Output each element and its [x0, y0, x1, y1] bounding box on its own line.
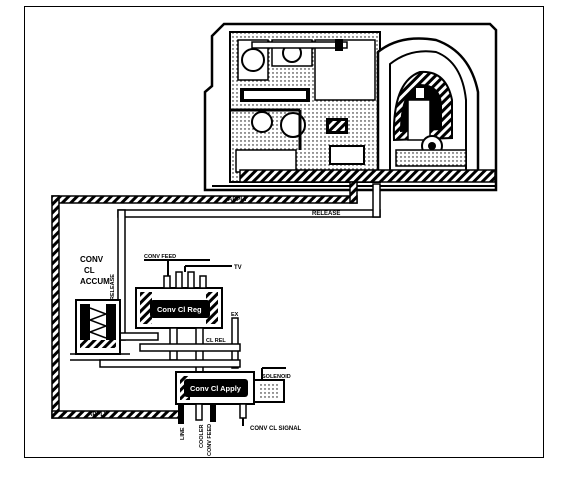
release-passage [117, 183, 381, 341]
accum-label-line3: ACCUM [80, 277, 110, 286]
solenoid [253, 367, 286, 403]
ex-label: EX [231, 312, 239, 318]
release-side-label: RELEASE [110, 274, 116, 300]
cl-rel-label: CL REL [206, 338, 226, 344]
line-label: LINE [180, 427, 186, 440]
conv-cl-signal-label: CONV CL SIGNAL [250, 426, 302, 432]
solenoid-label: SOLENOID [262, 374, 291, 380]
apply-passage [51, 181, 358, 419]
tv-label: TV [234, 265, 242, 271]
conv-cl-accumulator [70, 299, 150, 361]
conv-cl-apply-label: Conv Cl Apply [190, 384, 242, 393]
conv-feed-bottom-label: CONV FEED [207, 424, 213, 456]
transmission-cutaway [203, 22, 498, 192]
release-top-label: RELEASE [312, 211, 340, 217]
accum-label-line1: CONV [80, 255, 104, 264]
accum-label-line2: CL [84, 266, 95, 275]
conv-feed-top-label: CONV FEED [144, 254, 176, 260]
figure-frame [24, 6, 544, 458]
apply-top-label: APPLY [228, 197, 247, 203]
cooler-label: COOLER [199, 424, 205, 448]
conv-cl-reg-label: Conv Cl Reg [157, 305, 202, 314]
conv-cl-apply-valve [175, 371, 255, 426]
apply-bottom-label: APPLY [88, 412, 107, 418]
